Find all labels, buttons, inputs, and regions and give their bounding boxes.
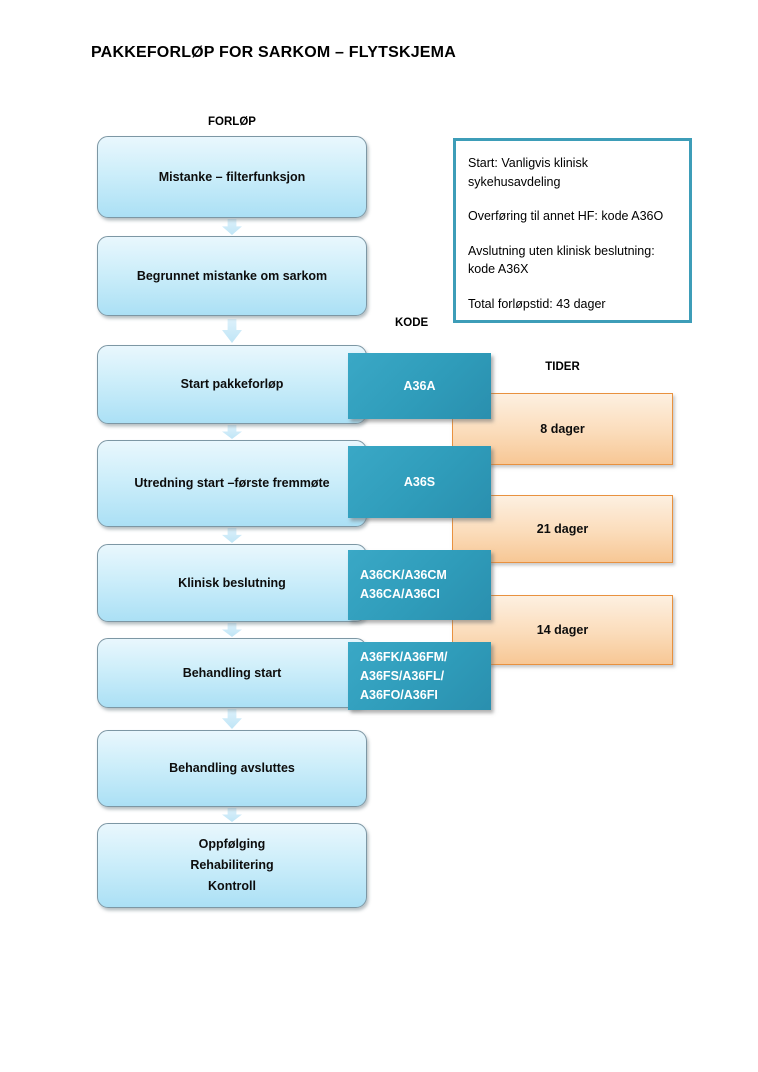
flow-step-label: Utredning start –første fremmøte (134, 476, 330, 490)
flow-step-label: Start pakkeforløp (180, 377, 284, 391)
flow-step-klinisk-beslutning: Klinisk beslutning (97, 544, 367, 622)
time-label: 21 dager (536, 522, 589, 536)
code-label: A36FO/A36FI (360, 687, 438, 702)
code-box-a36f: A36FK/A36FM/ A36FS/A36FL/ A36FO/A36FI (348, 642, 491, 710)
flow-step-behandling-start: Behandling start (97, 638, 367, 708)
code-label: A36FK/A36FM/ (360, 649, 448, 664)
time-label: 14 dager (536, 623, 589, 637)
code-box-a36a: A36A (348, 353, 491, 419)
flow-step-utredning-start: Utredning start –første fremmøte (97, 440, 367, 527)
code-label: A36CK/A36CM (360, 568, 447, 582)
info-line-total: Total forløpstid: 43 dager (468, 296, 606, 311)
flow-step-label: Mistanke – filterfunksjon (158, 169, 306, 184)
info-line-start: Start: Vanligvis klinisk sykehusavdeling (468, 156, 588, 189)
flow-step-begrunnet-mistanke: Begrunnet mistanke om sarkom (97, 236, 367, 316)
down-arrow-icon (222, 808, 242, 822)
code-label: A36CA/A36CI (360, 587, 440, 601)
down-arrow-icon (222, 528, 242, 543)
flow-step-label: Behandling avsluttes (169, 761, 295, 775)
info-box: Start: Vanligvis klinisk sykehusavdeling… (453, 138, 692, 323)
flow-step-label: Begrunnet mistanke om sarkom (136, 268, 328, 283)
down-arrow-icon (222, 319, 242, 343)
flow-step-label: Rehabilitering (190, 858, 274, 872)
flow-step-label: Kontroll (208, 879, 256, 893)
page-title: PAKKEFORLØP FOR SARKOM – FLYTSKJEMA (91, 44, 456, 61)
flow-step-label: Behandling start (182, 665, 282, 680)
down-arrow-icon (222, 425, 242, 439)
column-label-tider: TIDER (545, 361, 580, 373)
column-label-kode: KODE (395, 317, 429, 329)
code-box-a36c: A36CK/A36CM A36CA/A36CI (348, 550, 491, 620)
code-box-a36s: A36S (348, 446, 491, 518)
flow-step-behandling-avsluttes: Behandling avsluttes (97, 730, 367, 807)
flow-step-label: Oppfølging (198, 837, 266, 851)
time-label: 8 dager (540, 422, 585, 436)
flow-step-start-pakkeforlop: Start pakkeforløp (97, 345, 367, 424)
code-label: A36FS/A36FL/ (360, 668, 445, 683)
flow-step-label: Klinisk beslutning (178, 575, 286, 590)
flow-step-oppfolging-rehabilitering-kontroll: Oppfølging Rehabilitering Kontroll (97, 823, 367, 908)
info-line-avslutning: Avslutning uten klinisk beslutning: kode… (468, 243, 655, 277)
down-arrow-icon (222, 709, 242, 729)
column-label-forlop: FORLØP (208, 116, 256, 128)
code-label: A36A (403, 378, 436, 393)
flow-step-mistanke-filterfunksjon: Mistanke – filterfunksjon (97, 136, 367, 218)
code-label: A36S (403, 474, 436, 489)
info-line-overforing: Overføring til annet HF: kode A36O (468, 209, 664, 223)
down-arrow-icon (222, 623, 242, 637)
down-arrow-icon (222, 219, 242, 235)
